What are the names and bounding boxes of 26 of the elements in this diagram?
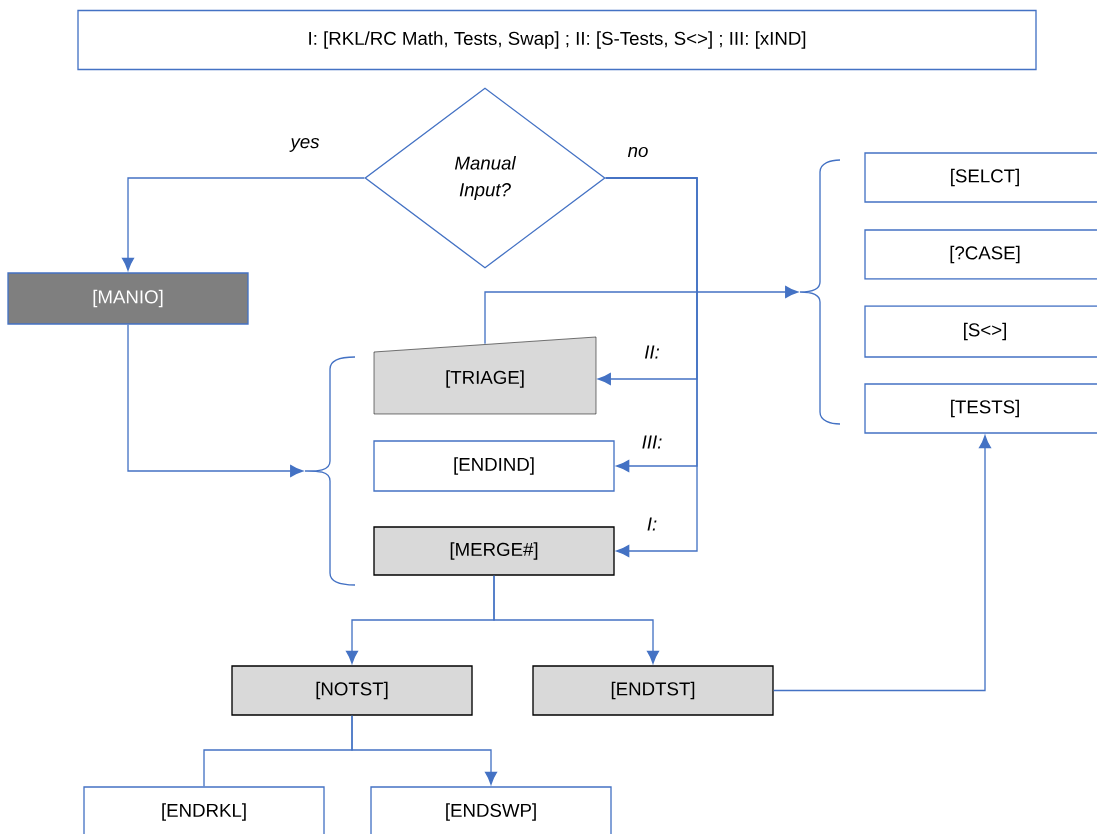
edge-label: yes bbox=[289, 136, 321, 154]
process-box: I: [RKL/RC Math, Tests, Swap] ; II: [S-Tests, S<>] ; III: [xIND] bbox=[77, 9, 1037, 71]
arrow bbox=[127, 324, 304, 478]
arrow bbox=[493, 575, 660, 664]
process-box: [?CASE] bbox=[864, 229, 1097, 280]
branch-label: no bbox=[627, 146, 648, 158]
process-box: [ENDTST] bbox=[532, 665, 774, 716]
curly-bracket bbox=[304, 356, 356, 586]
edge-label: III: bbox=[640, 434, 664, 450]
edge-label: I: bbox=[645, 516, 659, 532]
curly-bracket bbox=[799, 159, 841, 425]
process-box: [MANIO] bbox=[7, 272, 249, 325]
arrow bbox=[351, 715, 498, 785]
process-box: [NOTST] bbox=[231, 665, 473, 716]
process-box: [SELCT] bbox=[864, 152, 1097, 203]
process-box: [MERGE#] bbox=[373, 526, 615, 576]
edge-label: II: bbox=[642, 344, 662, 360]
arrow bbox=[484, 285, 799, 345]
arrow bbox=[605, 177, 698, 558]
process-box: [ENDRKL] bbox=[83, 786, 325, 834]
process-box: [ENDIND] bbox=[373, 440, 615, 492]
arrow bbox=[121, 177, 365, 271]
process-box: [S<>] bbox=[864, 305, 1097, 358]
process-box: [ENDSWP] bbox=[370, 786, 612, 834]
process-box: [TESTS] bbox=[864, 383, 1097, 434]
arrow bbox=[773, 435, 992, 692]
